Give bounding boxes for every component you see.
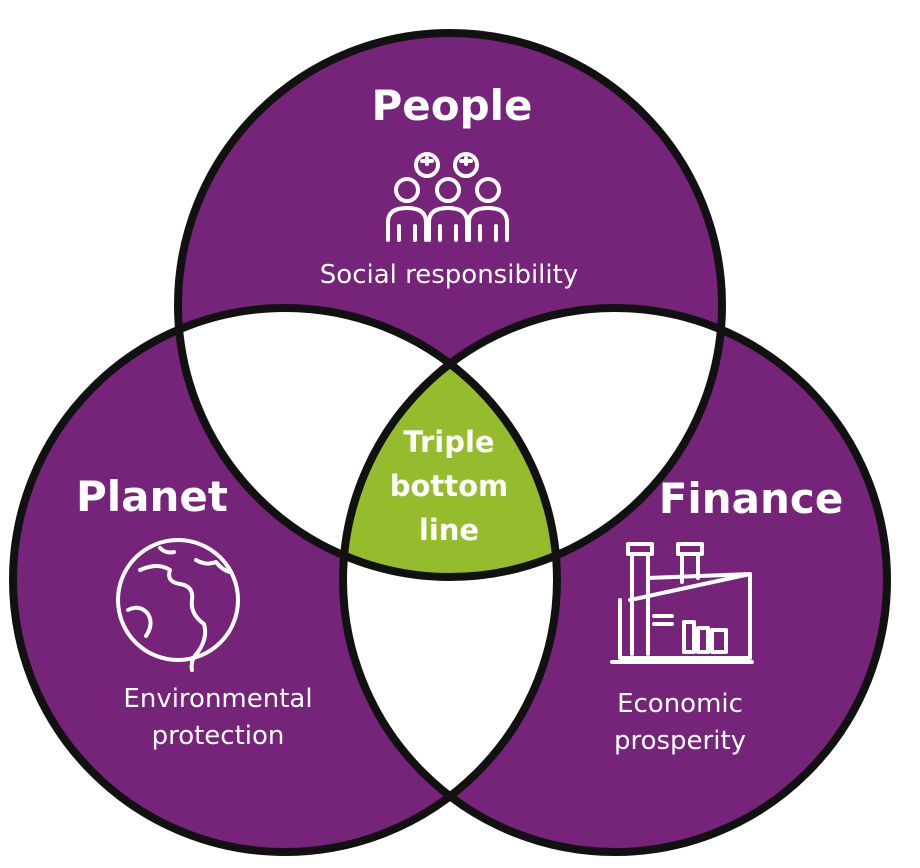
finance-subtitle-line-1: Economic [617,689,743,719]
planet-title: Planet [76,472,228,521]
planet-subtitle-line-1: Environmental [123,684,312,714]
triple-overlap [343,308,557,577]
finance-title: Finance [659,474,844,523]
people-subtitle: Social responsibility [320,260,578,290]
finance-subtitle-line-2: prosperity [614,726,746,756]
circle-outlines [9,29,891,856]
center-line-2: bottom [390,469,509,503]
people-title: People [371,81,532,130]
center-line-1: Triple [403,425,494,459]
globe-icon [116,538,240,672]
people-group-icon [386,152,509,242]
factory-icon [610,542,754,664]
center-line-3: line [419,513,479,547]
planet-subtitle-line-2: protection [152,721,285,751]
